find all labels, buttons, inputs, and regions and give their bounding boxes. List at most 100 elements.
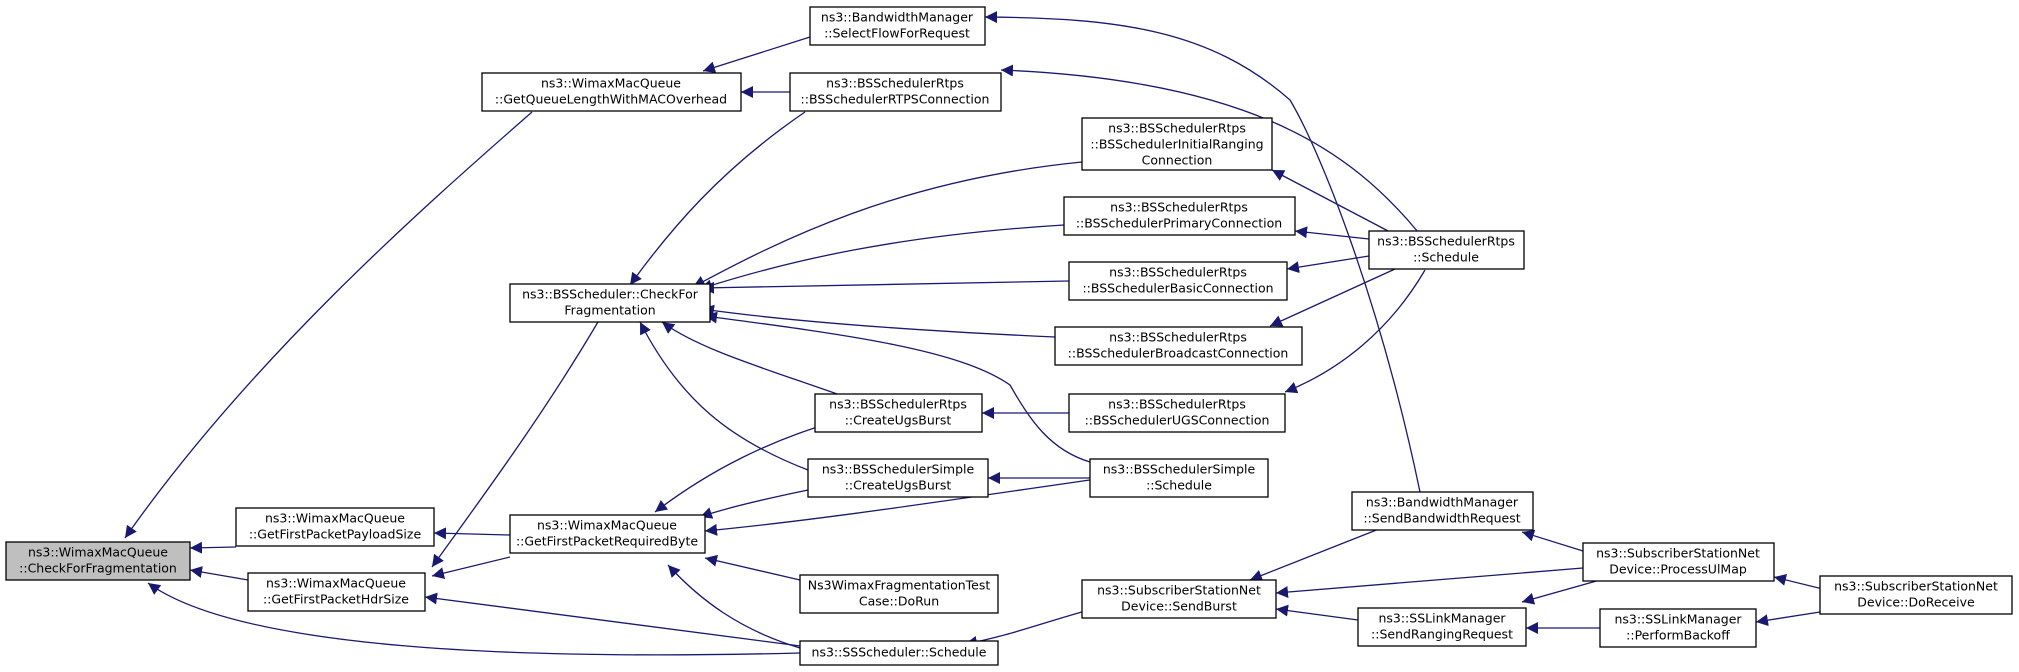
edge-bsfrag-to-hdr (431, 321, 599, 568)
node-get-first-packet-hdr-size[interactable]: ns3::WimaxMacQueue ::GetFirstPacketHdrSi… (247, 572, 426, 612)
node-rtps-rtps-connection[interactable]: ns3::BSSchedulerRtps ::BSSchedulerRTPSCo… (789, 72, 1002, 112)
edge-qlen-to-check (124, 111, 533, 539)
edge-reqbyte-to-payload (433, 527, 511, 540)
node-label-line: ns3::BandwidthManager (1366, 495, 1519, 510)
edge-rtpssched-to-rtpsbasic (1286, 255, 1370, 274)
edge-rtpssched-to-rtpsinit (1271, 169, 1391, 233)
node-label-line: ns3::WimaxMacQueue (28, 545, 168, 560)
node-label-line: ns3::BSScheduler::CheckFor (522, 287, 699, 302)
node-label-line: ::BSSchedulerBasicConnection (1082, 281, 1273, 296)
node-label-line: ::Schedule (1413, 250, 1479, 265)
node-label-line: ::BSSchedulerBroadcastConnection (1068, 346, 1289, 361)
edge-ssndrecv-to-sslinkback (1755, 611, 1821, 627)
edge-ulmap-to-sslinkrng (1521, 579, 1601, 605)
node-label-line: Fragmentation (564, 303, 655, 318)
node-ssnd-process-ul-map[interactable]: ns3::SubscriberStationNet Device::Proces… (1582, 542, 1775, 582)
node-rtps-create-ugs-burst[interactable]: ns3::BSSchedulerRtps ::CreateUgsBurst (814, 393, 983, 433)
edge-sslinkrng-to-ssndburst (1275, 604, 1359, 621)
edge-simpleugsb-to-bsfrag (639, 321, 809, 471)
node-label-line: ::BSSchedulerPrimaryConnection (1076, 216, 1282, 231)
edge-payload-to-check (189, 541, 237, 554)
node-label-line: ns3::BSSchedulerRtps (1109, 265, 1247, 280)
node-label-line: ns3::BSSchedulerSimple (822, 462, 975, 477)
node-label-line: Case::DoRun (859, 594, 939, 609)
node-label-line: ns3::BSSchedulerRtps (1377, 234, 1515, 249)
node-label-line: ns3::SubscriberStationNet (1834, 579, 1998, 594)
node-label-line: ::GetFirstPacketPayloadSize (249, 527, 422, 542)
node-label-line: ns3::BSSchedulerRtps (1108, 121, 1246, 136)
edge-ss-sched-to-reqbyte (667, 564, 801, 649)
node-label-line: ns3::SubscriberStationNet (1097, 583, 1261, 598)
node-label-line: Device::DoReceive (1857, 595, 1975, 610)
edge-rtpsinit-to-bsfrag (692, 161, 1083, 288)
node-label-line: ::GetFirstPacketHdrSize (263, 592, 409, 607)
node-sslink-perform-backoff[interactable]: ns3::SSLinkManager ::PerformBackoff (1599, 608, 1757, 648)
edge-rtpsprim-to-bsfrag (699, 224, 1065, 292)
node-label-line: ::SendRangingRequest (1371, 627, 1513, 642)
edge-rtpsconn-to-bsfrag (629, 111, 806, 286)
node-label-line: ns3::SSScheduler::Schedule (812, 645, 987, 660)
node-bandwidth-manager-select-flow[interactable]: ns3::BandwidthManager ::SelectFlowForReq… (809, 6, 986, 46)
node-rtps-broadcast-connection[interactable]: ns3::BSSchedulerRtps ::BSSchedulerBroadc… (1054, 326, 1303, 366)
node-label-line: Connection (1142, 153, 1213, 168)
node-rtps-schedule[interactable]: ns3::BSSchedulerRtps ::Schedule (1368, 230, 1525, 270)
edge-ss-sched-to-hdr (424, 592, 809, 648)
node-rtps-basic-connection[interactable]: ns3::BSSchedulerRtps ::BSSchedulerBasicC… (1068, 261, 1288, 301)
edges (124, 11, 1836, 656)
node-rtps-primary-connection[interactable]: ns3::BSSchedulerRtps ::BSSchedulerPrimar… (1063, 196, 1296, 236)
node-label-line: ::CheckForFragmentation (19, 561, 177, 576)
edge-simplesched-to-bsfrag (704, 311, 1091, 463)
node-label-line: ns3::BSSchedulerRtps (1108, 397, 1246, 412)
node-label-line: ::GetQueueLengthWithMACOverhead (495, 92, 727, 107)
node-label-line: ::SendBandwidthRequest (1363, 511, 1520, 526)
node-get-first-packet-required-byte[interactable]: ns3::WimaxMacQueue ::GetFirstPacketRequi… (509, 514, 706, 554)
node-get-first-packet-payload-size[interactable]: ns3::WimaxMacQueue ::GetFirstPacketPaylo… (235, 507, 435, 547)
node-simple-schedule[interactable]: ns3::BSSchedulerSimple ::Schedule (1089, 458, 1269, 498)
node-label-line: ::Schedule (1146, 478, 1212, 493)
edge-test-to-reqbyte (704, 554, 801, 581)
node-label-line: ns3::SSLinkManager (1378, 611, 1506, 626)
node-label-line: Ns3WimaxFragmentationTest (808, 578, 991, 593)
node-label-line: ns3::BSSchedulerRtps (829, 397, 967, 412)
nodes: ns3::WimaxMacQueue ::CheckForFragmentati… (5, 6, 2013, 666)
node-fragmentation-test-do-run[interactable]: Ns3WimaxFragmentationTest Case::DoRun (799, 574, 999, 614)
node-ss-scheduler-schedule[interactable]: ns3::SSScheduler::Schedule (799, 640, 999, 666)
edge-rtpssched-to-rtpsugsc (1284, 269, 1426, 394)
edge-rtpssched-to-rtpsconn (1000, 64, 1419, 233)
edge-rtpsbcast-to-bsfrag (701, 304, 1056, 338)
node-ssnd-do-receive[interactable]: ns3::SubscriberStationNet Device::DoRece… (1819, 575, 2013, 615)
node-label-line: ns3::WimaxMacQueue (265, 511, 405, 526)
node-label-line: ::CreateUgsBurst (845, 478, 952, 493)
node-label-line: ns3::WimaxMacQueue (541, 76, 681, 91)
edge-ulmap-to-ssndburst (1275, 567, 1584, 599)
edge-rtpsugsb-to-bsfrag (661, 321, 841, 396)
node-simple-create-ugs-burst[interactable]: ns3::BSSchedulerSimple ::CreateUgsBurst (807, 458, 989, 498)
node-label-line: ns3::BandwidthManager (821, 10, 974, 25)
node-bs-scheduler-check-for-fragmentation[interactable]: ns3::BSScheduler::CheckFor Fragmentation (509, 283, 711, 323)
node-check-for-fragmentation[interactable]: ns3::WimaxMacQueue ::CheckForFragmentati… (5, 541, 191, 581)
node-get-queue-length-with-mac-overhead[interactable]: ns3::WimaxMacQueue ::GetQueueLengthWithM… (481, 72, 742, 112)
node-rtps-initial-ranging-connection[interactable]: ns3::BSSchedulerRtps ::BSSchedulerInitia… (1081, 117, 1273, 171)
node-label-line: ::PerformBackoff (1626, 628, 1730, 643)
node-label-line: ns3::BSSchedulerRtps (1110, 200, 1248, 215)
node-label-line: Device::SendBurst (1121, 599, 1237, 614)
node-label-line: ::BSSchedulerInitialRanging (1090, 137, 1263, 152)
node-label-line: ns3::WimaxMacQueue (266, 576, 406, 591)
node-ssnd-send-burst[interactable]: ns3::SubscriberStationNet Device::SendBu… (1081, 579, 1277, 619)
node-rtps-ugs-connection[interactable]: ns3::BSSchedulerRtps ::BSSchedulerUGSCon… (1068, 393, 1286, 433)
edge-hdr-to-check (189, 566, 249, 581)
node-label-line: ns3::BSSchedulerRtps (1109, 330, 1247, 345)
node-label-line: ::SelectFlowForRequest (824, 26, 970, 41)
edge-bwsend-to-ssndburst (1249, 526, 1385, 582)
node-bandwidth-manager-send-request[interactable]: ns3::BandwidthManager ::SendBandwidthReq… (1351, 491, 1534, 531)
node-label-line: ns3::BSSchedulerRtps (826, 76, 964, 91)
node-label-line: ::GetFirstPacketRequiredByte (516, 534, 698, 549)
node-sslink-send-ranging-request[interactable]: ns3::SSLinkManager ::SendRangingRequest (1357, 607, 1527, 647)
node-label-line: Device::ProcessUlMap (1609, 562, 1747, 577)
edge-simplesched-to-reqbyte (704, 479, 1091, 536)
edge-bwselect-to-qlen (702, 36, 811, 74)
edge-rtpsbasic-to-bsfrag (701, 280, 1070, 294)
edge-rtpssched-to-rtpsbcast (1269, 268, 1396, 327)
edge-ss-sched-to-check (147, 582, 801, 656)
